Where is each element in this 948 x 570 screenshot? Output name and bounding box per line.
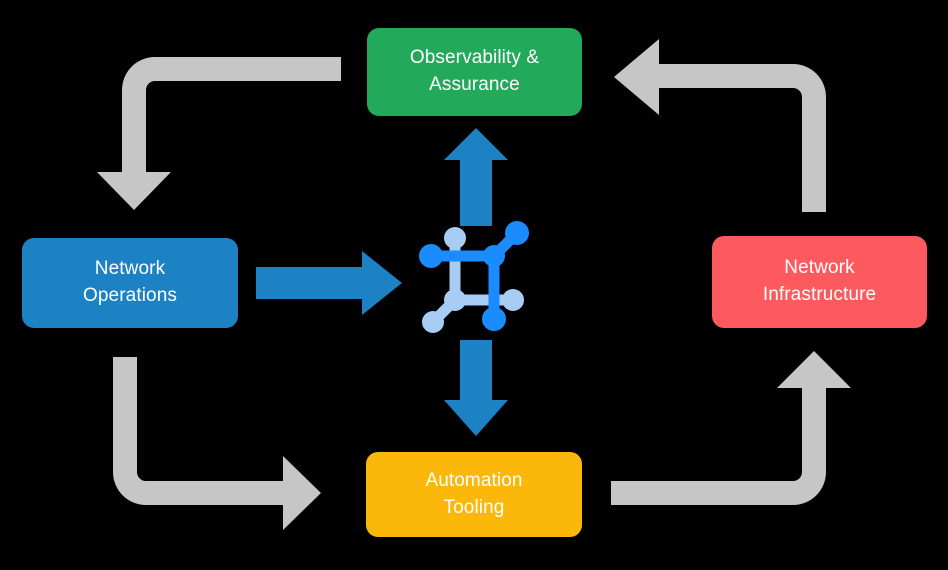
node-network-operations[interactable]: Network Operations xyxy=(22,238,238,328)
network-topology-icon xyxy=(419,221,529,333)
node-label-network-operations: Network Operations xyxy=(83,258,177,306)
connector-automation-to-infrastructure xyxy=(611,351,851,505)
node-automation-tooling[interactable]: Automation Tooling xyxy=(366,452,582,537)
topology-nodes-primary xyxy=(419,221,529,331)
node-network-infrastructure[interactable]: Network Infrastructure xyxy=(712,236,927,328)
connector-observability-to-ops xyxy=(97,57,341,210)
connector-center-to-observability xyxy=(444,128,508,226)
node-observability-assurance[interactable]: Observability & Assurance xyxy=(367,28,582,116)
connector-ops-to-center xyxy=(256,251,402,315)
topology-nodes-secondary xyxy=(422,227,524,333)
connector-center-to-automation xyxy=(444,340,508,436)
node-label-network-infrastructure: Network Infrastructure xyxy=(762,257,877,305)
node-label-automation-tooling: Automation Tooling xyxy=(425,469,523,518)
connector-infrastructure-to-observability xyxy=(614,39,826,212)
node-label-observability-assurance: Observability & Assurance xyxy=(409,47,540,95)
connector-ops-to-automation xyxy=(113,357,321,530)
